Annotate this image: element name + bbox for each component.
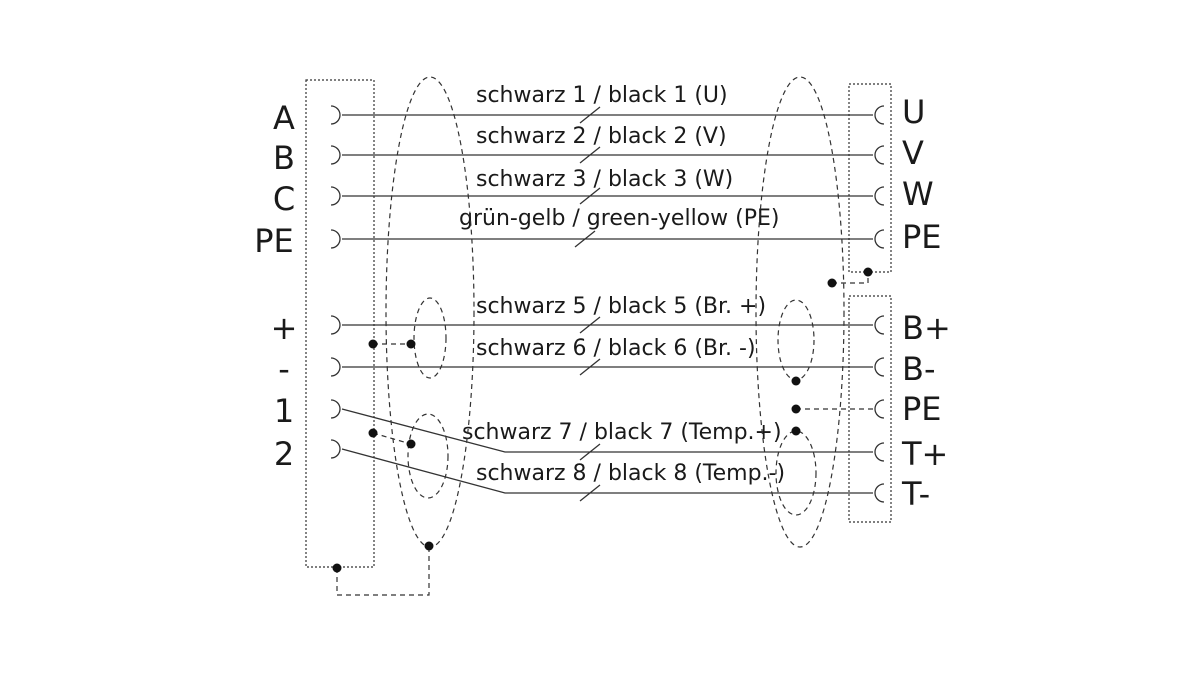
left-socket-2 bbox=[330, 439, 341, 459]
right-socket-v bbox=[874, 145, 885, 165]
wire-label-6: schwarz 6 / black 6 (Br. -) bbox=[476, 336, 756, 361]
conductor-mark bbox=[579, 146, 601, 164]
right-pin-w: W bbox=[902, 175, 934, 213]
right-pin-u: U bbox=[902, 93, 925, 131]
left-socket-c bbox=[330, 186, 341, 206]
left-socket-minus bbox=[330, 357, 341, 377]
junction-dot bbox=[791, 376, 801, 386]
pair-shield-brake-right bbox=[777, 299, 815, 381]
right-socket-t-minus bbox=[874, 483, 885, 503]
shield-connections bbox=[336, 272, 873, 596]
right-socket-pe-2 bbox=[874, 399, 885, 419]
left-socket-a bbox=[330, 105, 341, 125]
conductor-mark bbox=[579, 316, 601, 334]
wire-7 bbox=[341, 408, 873, 453]
left-pin-minus: - bbox=[278, 350, 290, 388]
pair-shield-temp-right bbox=[775, 430, 817, 516]
left-socket-1 bbox=[330, 399, 341, 419]
junction-dot bbox=[368, 428, 378, 438]
right-pin-t-plus: T+ bbox=[901, 435, 948, 473]
junction-dots bbox=[332, 267, 873, 573]
wire-label-3: schwarz 3 / black 3 (W) bbox=[476, 167, 733, 192]
junction-dot bbox=[791, 404, 801, 414]
junction-dot bbox=[424, 541, 434, 551]
right-socket-u bbox=[874, 105, 885, 125]
left-pin-pe: PE bbox=[254, 222, 294, 260]
wire-labels: schwarz 1 / black 1 (U) schwarz 2 / blac… bbox=[459, 83, 785, 486]
conductor-marks bbox=[574, 106, 601, 502]
pair-shield-brake-left bbox=[413, 297, 447, 379]
right-pin-pe-2: PE bbox=[902, 390, 942, 428]
junction-dot bbox=[827, 278, 837, 288]
junction-dot bbox=[332, 563, 342, 573]
left-pin-c: C bbox=[273, 180, 295, 218]
right-pin-b-minus: B- bbox=[902, 350, 936, 388]
left-pin-a: A bbox=[273, 99, 295, 137]
right-socket-b-plus bbox=[874, 315, 885, 335]
shield-link-temp-left bbox=[372, 432, 412, 445]
left-pin-plus: + bbox=[271, 309, 298, 347]
junction-dot bbox=[368, 339, 378, 349]
junction-dot bbox=[863, 267, 873, 277]
wire-label-7: schwarz 7 / black 7 (Temp.+) bbox=[462, 420, 782, 445]
right-socket-t-plus bbox=[874, 442, 885, 462]
wires bbox=[341, 114, 873, 494]
wire-label-8: schwarz 8 / black 8 (Temp.-) bbox=[476, 461, 785, 486]
left-sockets bbox=[330, 105, 341, 459]
left-socket-b bbox=[330, 145, 341, 165]
junction-dot bbox=[791, 426, 801, 436]
shield-link-pe-top-right bbox=[832, 272, 869, 284]
conductor-mark bbox=[579, 106, 601, 124]
left-socket-pe bbox=[330, 229, 341, 249]
left-pin-1: 1 bbox=[274, 392, 294, 430]
right-socket-w bbox=[874, 186, 885, 206]
wire-label-pe: grün-gelb / green-yellow (PE) bbox=[459, 206, 779, 231]
left-socket-plus bbox=[330, 315, 341, 335]
cable-shield-left bbox=[385, 76, 475, 548]
cable-shield-right bbox=[755, 76, 845, 548]
junction-dot bbox=[406, 339, 416, 349]
conductor-mark bbox=[579, 358, 601, 376]
conductor-mark bbox=[574, 230, 596, 248]
right-pin-b-plus: B+ bbox=[902, 309, 951, 347]
shield-drain-bottom bbox=[336, 546, 430, 596]
right-sockets bbox=[874, 105, 885, 503]
wire-label-1: schwarz 1 / black 1 (U) bbox=[476, 83, 728, 108]
wire-label-5: schwarz 5 / black 5 (Br. +) bbox=[476, 294, 766, 319]
right-socket-b-minus bbox=[874, 357, 885, 377]
right-pin-v: V bbox=[902, 134, 924, 172]
right-pin-pe-1: PE bbox=[902, 218, 942, 256]
left-pin-b: B bbox=[273, 139, 295, 177]
wire-label-2: schwarz 2 / black 2 (V) bbox=[476, 124, 727, 149]
junction-dot bbox=[406, 439, 416, 449]
right-connector-housing-signal bbox=[848, 295, 892, 523]
wire-8 bbox=[341, 448, 873, 494]
right-connector-housing-power bbox=[848, 83, 892, 273]
right-socket-pe-1 bbox=[874, 229, 885, 249]
left-pin-2: 2 bbox=[274, 435, 294, 473]
right-pin-t-minus: T- bbox=[901, 475, 930, 513]
conductor-mark bbox=[579, 187, 601, 205]
conductor-mark bbox=[579, 484, 601, 502]
conductor-mark bbox=[579, 443, 601, 461]
pair-shield-temp-left bbox=[407, 413, 449, 499]
